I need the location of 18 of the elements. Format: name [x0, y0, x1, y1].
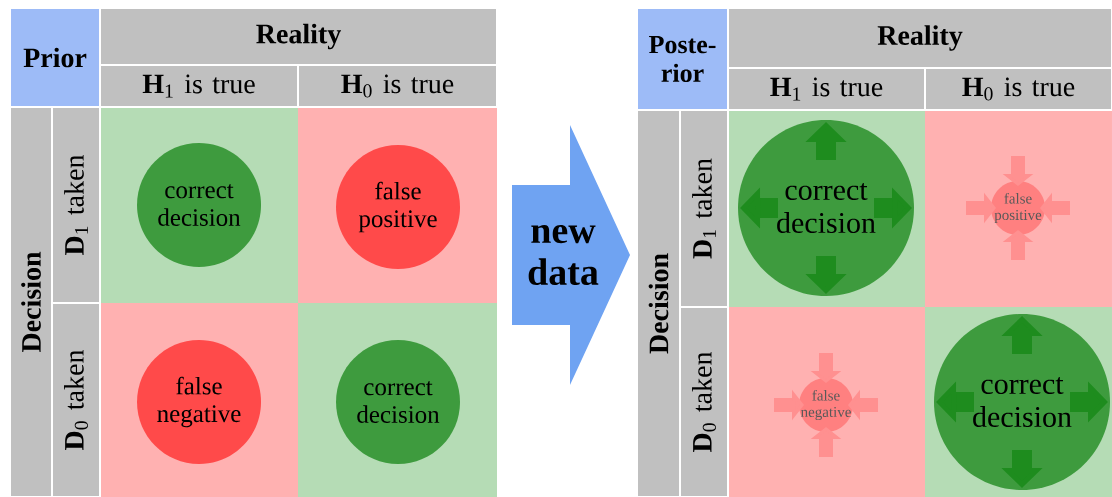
header-cell: H$_{1}$ is true — [99, 64, 299, 108]
node-label: Decision — [648, 253, 669, 354]
header-cell: D$_{0}$ taken — [51, 302, 101, 497]
header-cell: Decision — [9, 106, 53, 497]
header-cell: D$_{1}$ taken — [51, 106, 101, 304]
node-label: D$_{0}$ taken — [692, 351, 716, 452]
header-cell: D$_{0}$ taken — [679, 306, 729, 497]
header-cell: Poste- rior — [636, 7, 729, 111]
header-cell: H$_{0}$ is true — [297, 64, 498, 108]
node-label: D$_{0}$ taken — [64, 349, 88, 450]
header-cell: D$_{1}$ taken — [679, 109, 729, 308]
node-label: H$_{0}$ is true — [962, 77, 1075, 101]
header-cell: Decision — [636, 109, 681, 497]
header-cell: H$_{0}$ is true — [924, 67, 1112, 111]
node-label: Reality — [877, 25, 963, 51]
header-cell: Prior — [9, 7, 101, 108]
header-cell: H$_{1}$ is true — [727, 67, 926, 111]
node-label: Decision — [21, 251, 41, 353]
